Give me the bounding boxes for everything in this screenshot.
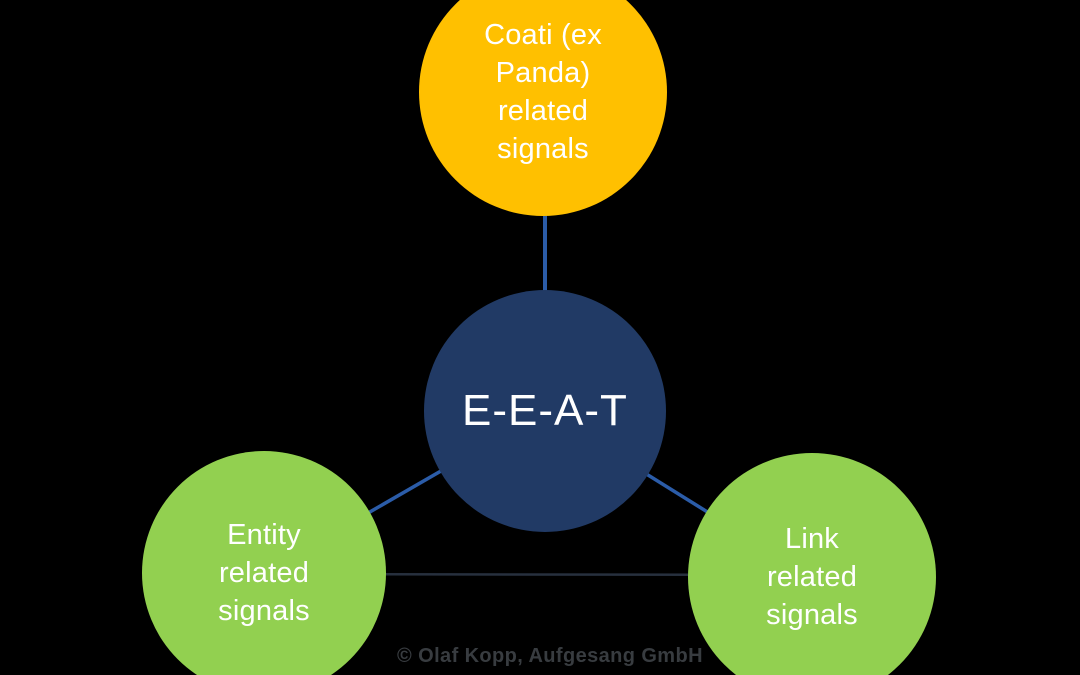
- label-line: related: [218, 557, 310, 589]
- label-line: Coati (ex: [484, 19, 602, 51]
- label-line: Entity: [227, 519, 301, 551]
- node-eeat-circle: E-E-A-T: [424, 290, 666, 532]
- node-coati-signals-circle: Coati (ex Panda) related signals: [419, 0, 667, 216]
- node-link-signals-label: Link related signals: [766, 520, 858, 634]
- label-line: Panda): [495, 57, 591, 89]
- node-eeat-label: E-E-A-T: [462, 385, 628, 435]
- node-link-signals-circle: Link related signals: [688, 453, 936, 675]
- label-line: related: [766, 561, 858, 593]
- node-entity-signals-circle: Entity related signals: [142, 451, 386, 675]
- label-line: related: [497, 95, 589, 127]
- node-entity-signals-label: Entity related signals: [218, 516, 310, 630]
- node-coati-signals-label: Coati (ex Panda) related signals: [484, 16, 602, 168]
- copyright-credit: © Olaf Kopp, Aufgesang GmbH: [397, 645, 703, 667]
- label-line: Link: [784, 523, 839, 555]
- label-line: signals: [218, 595, 310, 627]
- label-line: signals: [766, 599, 858, 631]
- label-line: signals: [497, 133, 589, 165]
